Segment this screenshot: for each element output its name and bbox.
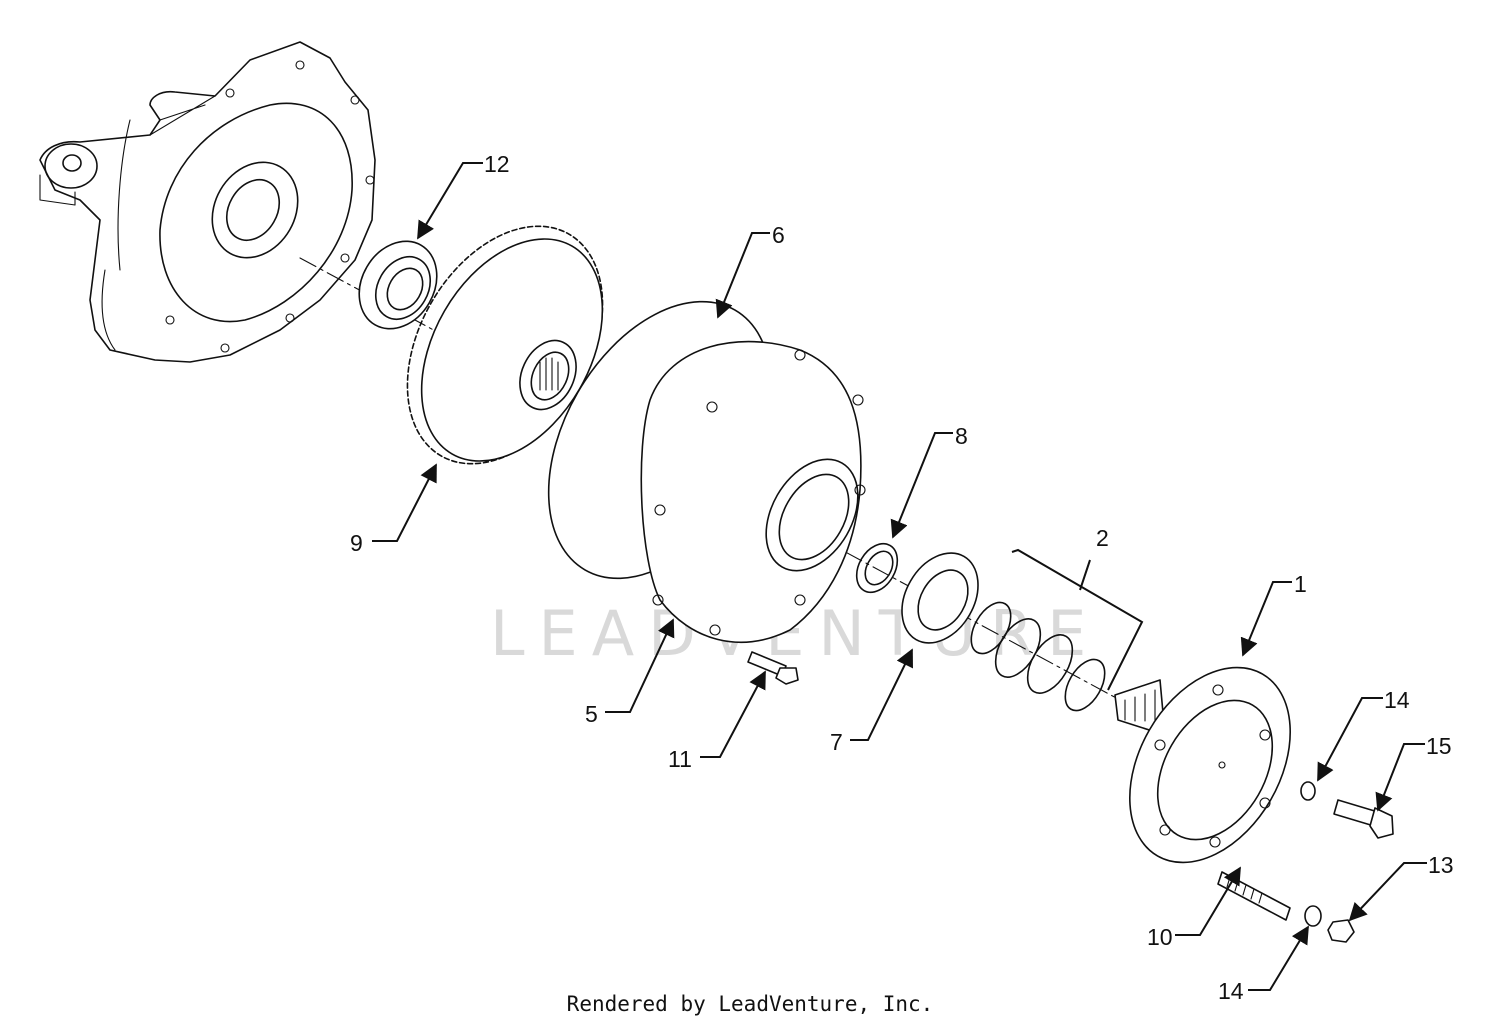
callout-1: 1: [1294, 571, 1307, 597]
callout-14-lower: 14: [1218, 978, 1244, 1004]
callout-10: 12: [484, 151, 510, 177]
callout-13: 13: [1428, 852, 1454, 878]
gear-9: [406, 225, 604, 465]
callout-9: 9: [350, 530, 363, 556]
washer-14-lower: [1304, 905, 1322, 927]
footer-credit: Rendered by LeadVenture, Inc.: [566, 992, 934, 1016]
washer-14-upper: [1300, 781, 1316, 801]
callout-7: 7: [830, 729, 843, 755]
bearing-7: [901, 552, 979, 644]
bolt-11: [747, 651, 799, 685]
hub-1: [1114, 666, 1291, 864]
nut-13: [1327, 919, 1355, 943]
stud-12: [1217, 871, 1291, 921]
cover-5: [547, 300, 866, 643]
callouts: 12 6 9 8 2 1 5 11 7 14 15 13: [350, 151, 1454, 1004]
callout-14-upper: 14: [1384, 687, 1410, 713]
housing: [39, 41, 376, 363]
seal-kit-2: [970, 601, 1106, 712]
callout-5: 5: [585, 701, 598, 727]
callout-15: 15: [1426, 733, 1452, 759]
bearing-10: [358, 240, 438, 330]
callout-11: 11: [668, 746, 692, 772]
bolt-15: [1333, 799, 1394, 839]
callout-12: 10: [1147, 924, 1173, 950]
callout-2: 2: [1096, 525, 1109, 551]
callout-6: 6: [772, 222, 785, 248]
snap-ring-8: [855, 542, 899, 594]
callout-8: 8: [955, 423, 968, 449]
